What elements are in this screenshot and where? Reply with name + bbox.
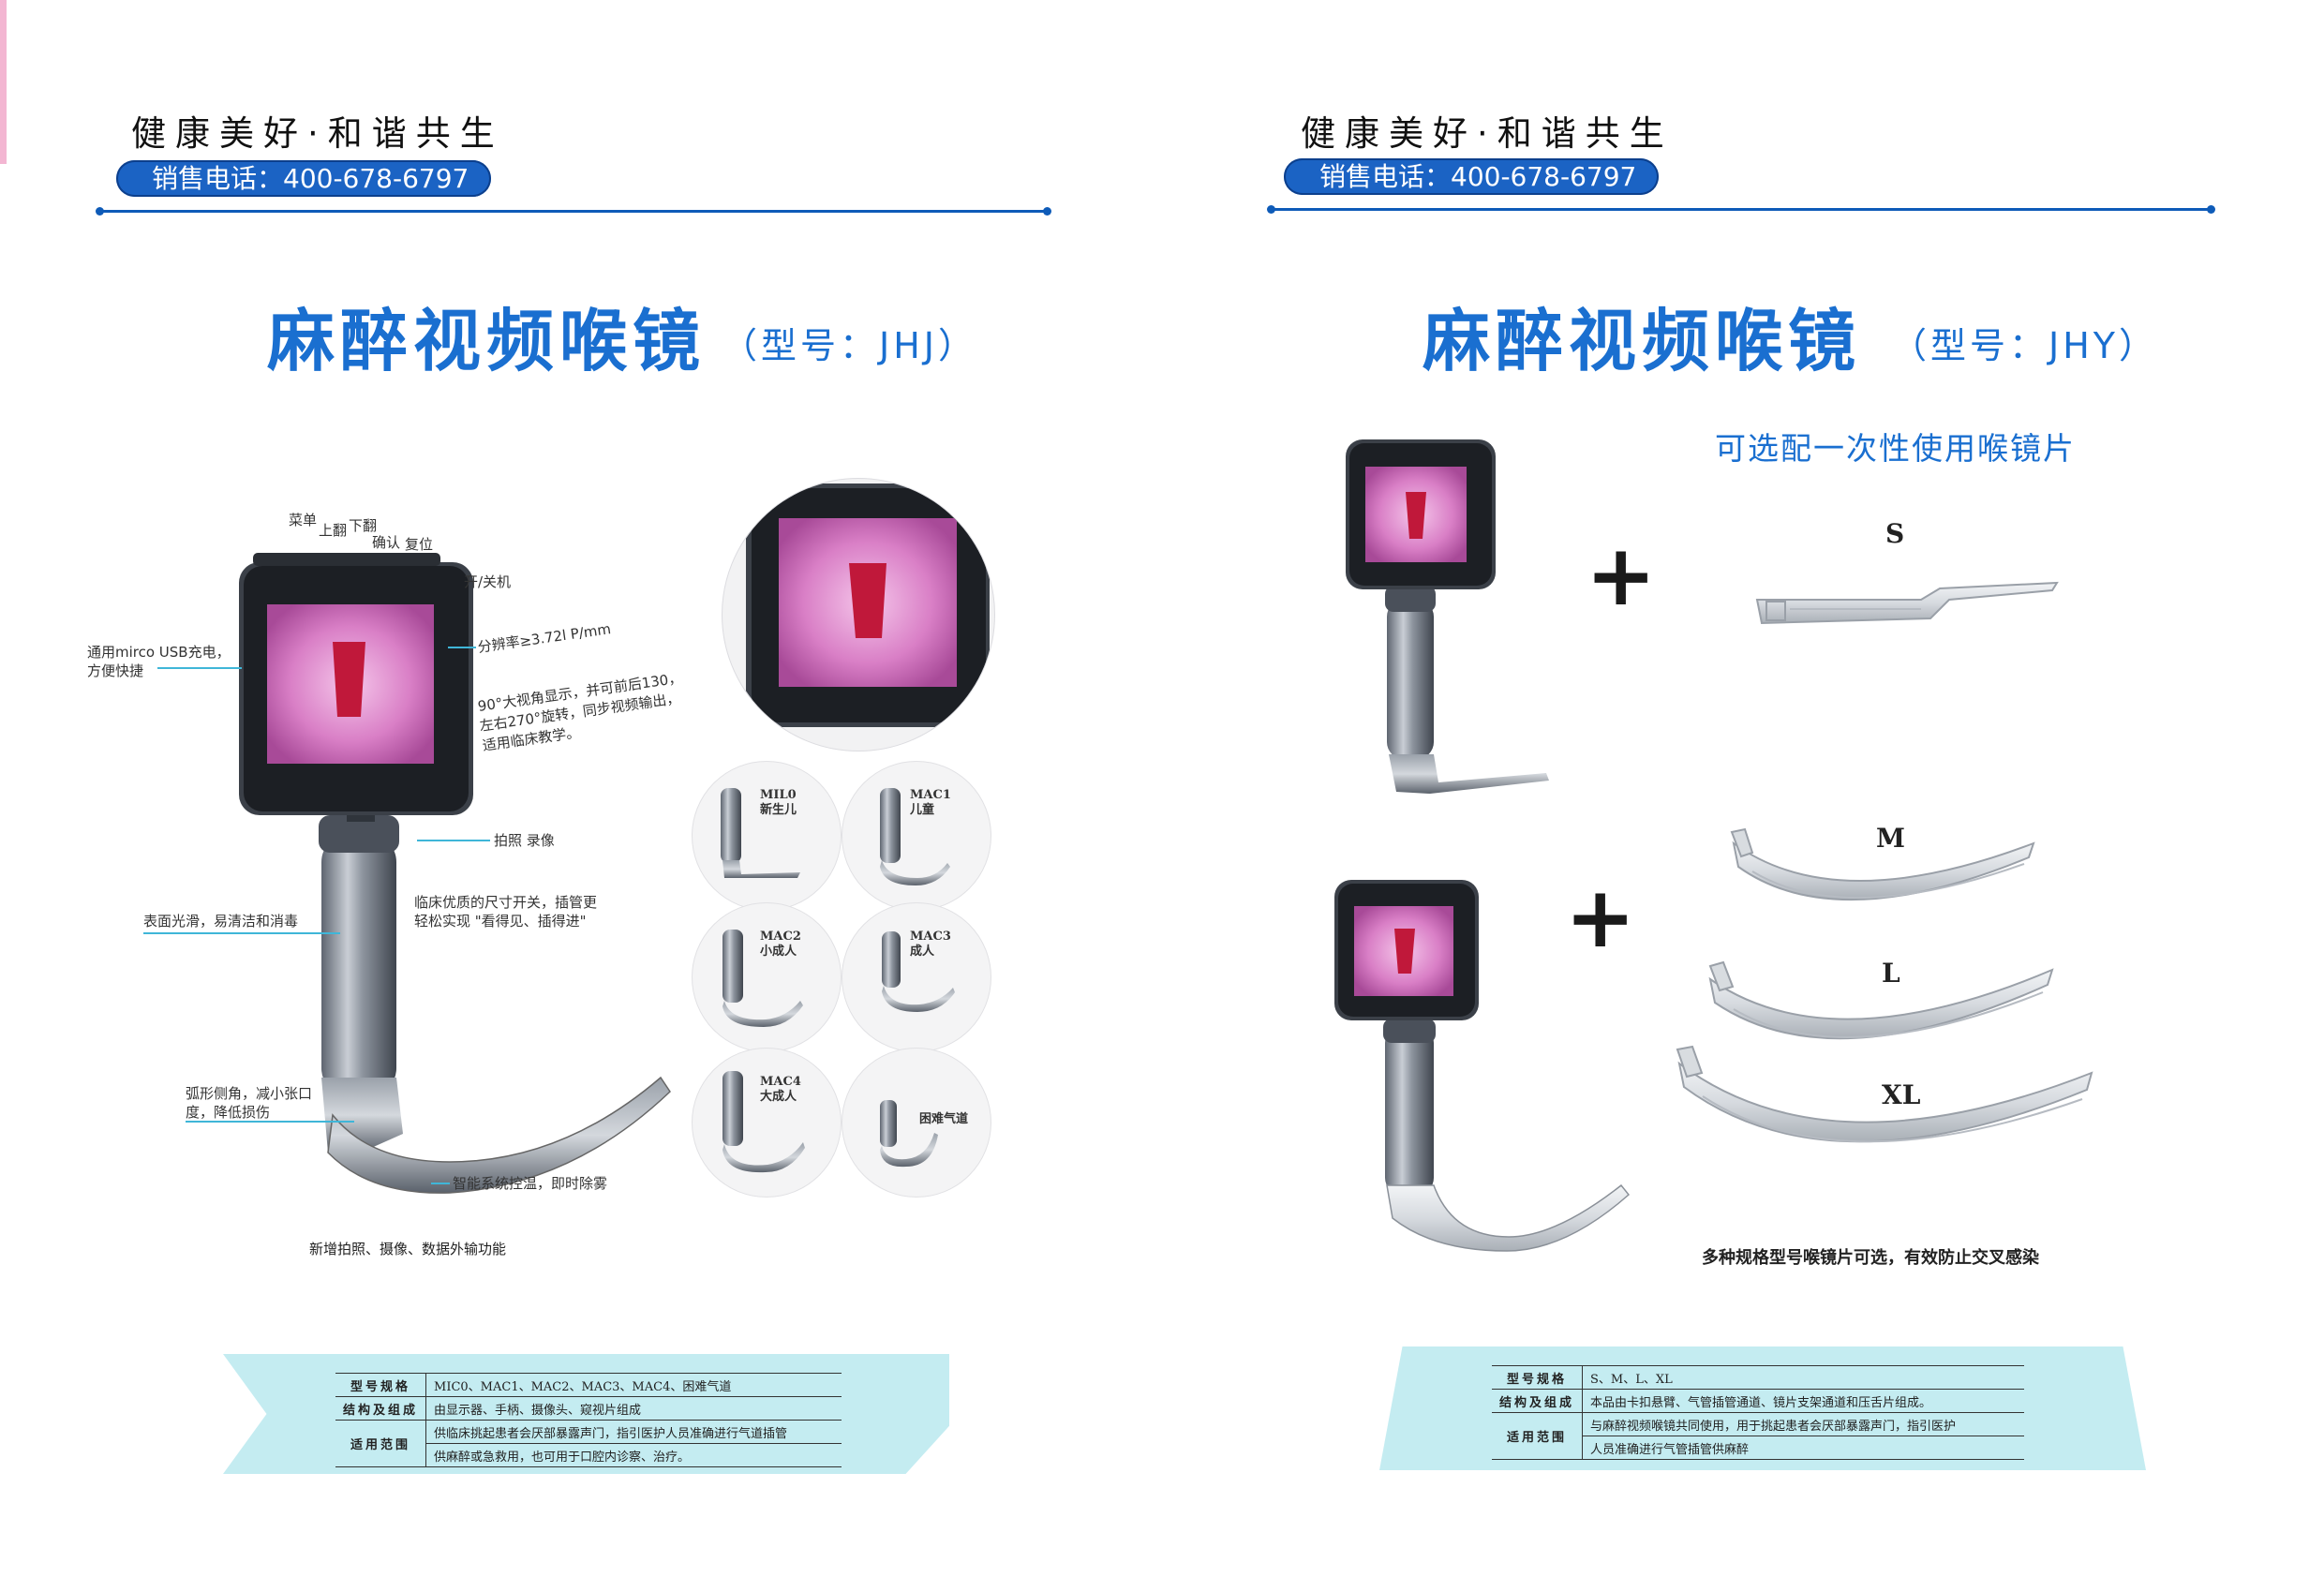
table-key: 适用范围 (335, 1420, 427, 1467)
left-feature-note: 新增拍照、摄像、数据外输功能 (309, 1241, 507, 1257)
callout-menu: 菜单 (289, 512, 318, 528)
right-model: （型号：JHY） (1891, 325, 2158, 366)
laryngoscope-blade-icon (723, 1071, 805, 1173)
table-value: 人员准确进行气管插管供麻醉 (1582, 1436, 2024, 1460)
video-laryngoscope-device-icon (1334, 880, 1631, 1252)
callout-switch-1: 临床优质的尺寸开关，插管更 (414, 894, 598, 911)
callout-usb-1: 通用mirco USB充电， (87, 644, 231, 661)
callout-line-usb (157, 667, 242, 669)
table-row: 适用范围与麻醉视频喉镜共同使用，用于挑起患者会厌部暴露声门，指引医护 (1492, 1412, 2024, 1460)
callout-power: 开/关机 (464, 573, 512, 590)
callout-line-photo (417, 840, 490, 841)
callout-surface: 表面光滑，易清洁和消毒 (143, 913, 299, 930)
blade-name-mac1: 儿童 (910, 803, 935, 817)
right-slogan: 健康美好·和谐共生 (1301, 113, 1674, 154)
right-title: 麻醉视频喉镜 (1423, 302, 1862, 380)
blade-code-mil0: MIL0 (760, 788, 797, 802)
left-header-rule (96, 207, 1051, 216)
table-row: 结构及组成由显示器、手柄、摄像头、窥视片组成 (335, 1396, 842, 1421)
table-row: 结构及组成本品由卡扣悬臂、气管插管通道、镜片支架通道和压舌片组成。 (1492, 1389, 2024, 1413)
callout-confirm: 确认 (372, 534, 401, 551)
left-phone-pill[interactable]: 销售电话：400-678-6797 (116, 160, 491, 197)
blade-code-mac4: MAC4 (760, 1075, 801, 1089)
disposable-blade-icon (1676, 1045, 2093, 1143)
callout-photo: 拍照 录像 (494, 832, 555, 849)
disposable-blade-icon (1755, 581, 2059, 625)
blade-name-difficult: 困难气道 (919, 1112, 969, 1126)
table-row: 适用范围供临床挑起患者会厌部暴露声门，指引医护人员准确进行气道插管 (335, 1420, 842, 1467)
callout-up: 上翻 (319, 522, 348, 539)
laryngoscope-blade-icon (880, 788, 950, 885)
laryngoscope-blade-icon (721, 788, 800, 878)
callout-line-arc (186, 1121, 354, 1123)
callout-line-surface (143, 932, 340, 934)
video-laryngoscope-device-icon (239, 553, 671, 1194)
laryngoscope-blade-icon (723, 930, 803, 1027)
disposable-blade-icon (1708, 960, 2054, 1040)
table-value: 与麻醉视频喉镜共同使用，用于挑起患者会厌部暴露声门，指引医护 (1582, 1412, 2024, 1436)
table-key: 型号规格 (1492, 1365, 1584, 1390)
table-key: 适用范围 (1492, 1412, 1584, 1460)
blade-name-mil0: 新生儿 (760, 803, 797, 817)
size-label-l: L (1882, 958, 1900, 989)
right-subtitle: 可选配一次性使用喉镜片 (1715, 430, 2076, 467)
page-edge-mark (0, 0, 7, 164)
blade-code-mac1: MAC1 (910, 788, 951, 802)
callout-defog: 智能系统控温，即时除雾 (453, 1175, 608, 1192)
table-key: 结构及组成 (1492, 1389, 1584, 1413)
blade-name-mac2: 小成人 (760, 945, 797, 959)
size-label-xl: XL (1882, 1079, 1921, 1110)
size-label-m: M (1876, 823, 1905, 854)
table-key: 型号规格 (335, 1373, 427, 1397)
disposable-blade-icon (1730, 827, 2035, 901)
table-row: 供麻醉或急救用，也可用于口腔内诊察、治疗。 (335, 1443, 842, 1467)
left-slogan: 健康美好·和谐共生 (131, 113, 504, 154)
table-value: MIC0、MAC1、MAC2、MAC3、MAC4、困难气道 (425, 1373, 842, 1397)
callout-arc-2: 度，降低损伤 (186, 1104, 271, 1121)
callout-line-defog (431, 1183, 450, 1184)
laryngoscope-blade-icon (880, 1100, 938, 1168)
right-header-rule (1267, 205, 2215, 214)
size-label-s: S (1885, 518, 1905, 549)
screen-closeup-icon (746, 484, 990, 727)
left-model: （型号：JHJ） (722, 325, 977, 366)
table-value: 本品由卡扣悬臂、气管插管通道、镜片支架通道和压舌片组成。 (1582, 1389, 2024, 1413)
callout-down: 下翻 (349, 517, 378, 534)
table-value: 由显示器、手柄、摄像头、窥视片组成 (425, 1396, 842, 1421)
callout-arc-1: 弧形侧角，减小张口 (186, 1085, 313, 1102)
blade-code-mac3: MAC3 (910, 930, 951, 944)
left-title: 麻醉视频喉镜 (267, 302, 707, 380)
right-caption: 多种规格型号喉镜片可选，有效防止交叉感染 (1702, 1248, 2039, 1268)
right-phone-pill[interactable]: 销售电话：400-678-6797 (1284, 158, 1659, 195)
blade-code-mac2: MAC2 (760, 930, 801, 944)
callout-switch-2: 轻松实现 "看得见、插得进" (414, 913, 587, 930)
table-value: S、M、L、XL (1582, 1365, 2024, 1390)
callout-reset: 复位 (405, 536, 434, 553)
laryngoscope-blade-icon (882, 931, 955, 1012)
table-row: 人员准确进行气管插管供麻醉 (1492, 1436, 2024, 1460)
callout-line-resolution (448, 647, 476, 648)
table-value: 供麻醉或急救用，也可用于口腔内诊察、治疗。 (425, 1443, 842, 1467)
video-laryngoscope-device-icon (1346, 439, 1549, 794)
plus-icon: + (1565, 869, 1636, 967)
plus-icon: + (1586, 527, 1657, 625)
callout-usb-2: 方便快捷 (87, 662, 144, 679)
blade-circle-difficult: 困难气道 (842, 1048, 991, 1198)
screen-zoom-circle (722, 478, 995, 751)
blade-name-mac4: 大成人 (760, 1090, 797, 1104)
blade-name-mac3: 成人 (910, 945, 935, 959)
table-value: 供临床挑起患者会厌部暴露声门，指引医护人员准确进行气道插管 (425, 1420, 842, 1444)
table-key: 结构及组成 (335, 1396, 427, 1421)
